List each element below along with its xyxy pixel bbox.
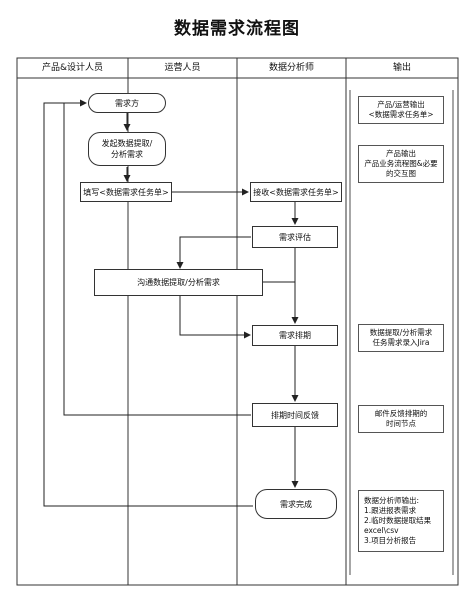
node-initiate-request: 发起数据提取/ 分析需求 [88,132,166,166]
node-schedule-feedback: 排期时间反馈 [252,403,338,427]
node-receive-task-form: 接收<数据需求任务单> [250,182,342,202]
lane-header-output: 输出 [392,63,411,73]
line-complete-to-demand [43,102,253,507]
output-note-email-feedback: 邮件反馈排期的 时间节点 [358,405,444,433]
output-note-flowchart: 产品输出 产品业务流程图&必要 的交互图 [358,145,444,183]
output-note-analyst-deliverables: 数据分析师输出: 1.跟进报表需求 2.临时数据提取结果 excel\csv 3… [358,490,444,552]
arrow-communicate-to-schedule [179,296,251,339]
node-evaluate-request: 需求评估 [252,226,338,248]
node-schedule: 需求排期 [252,325,338,346]
page-title: 数据需求流程图 [174,19,300,39]
lane-header-operations: 运营人员 [164,63,201,73]
node-request-complete: 需求完成 [255,489,337,519]
lane-header-data-analyst: 数据分析师 [268,63,314,73]
node-demand-side: 需求方 [88,93,166,113]
node-fill-task-form: 填写<数据需求任务单> [80,182,172,202]
arrow-evaluate-to-communicate [176,236,251,269]
output-note-task-form: 产品/运营输出 <数据需求任务单> [358,96,444,124]
node-communicate-request: 沟通数据提取/分析需求 [94,269,263,296]
lane-header-product-design: 产品&设计人员 [41,63,104,73]
output-note-jira: 数据提取/分析需求 任务需求录入Jira [358,324,444,352]
